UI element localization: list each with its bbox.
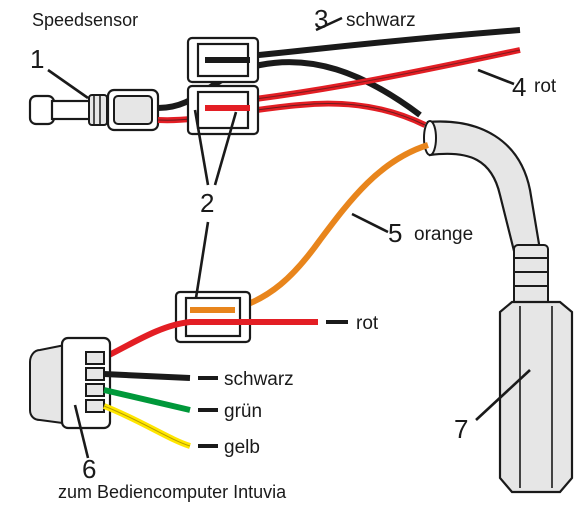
green-wire xyxy=(103,387,191,413)
cable-sleeve xyxy=(423,120,549,306)
footer-caption: zum Bediencomputer Intuvia xyxy=(58,482,287,502)
callout-7: 7 xyxy=(454,414,468,444)
callout-4: 4 xyxy=(512,72,526,102)
lower-connector xyxy=(174,290,252,344)
title-speedsensor: Speedsensor xyxy=(32,10,138,30)
callout-6: 6 xyxy=(82,454,96,484)
intuvia-plug xyxy=(29,336,112,430)
black-wire-lower xyxy=(103,371,191,381)
red-wire-lower xyxy=(103,319,318,360)
wire-label-gelb: gelb xyxy=(224,437,260,458)
callout-2: 2 xyxy=(200,188,214,218)
callout-5: 5 xyxy=(388,218,402,248)
speedsensor-plug xyxy=(28,88,160,132)
wire-label-rot: rot xyxy=(356,313,379,334)
orange-wire xyxy=(229,142,429,313)
callout-3-text: schwarz xyxy=(346,10,416,31)
callout-3: 3 xyxy=(314,4,328,34)
hex-sleeve xyxy=(498,300,574,494)
callout-4-text: rot xyxy=(534,76,557,97)
callout-1: 1 xyxy=(30,44,44,74)
wire-label-gruen: grün xyxy=(224,401,262,422)
callout-5-text: orange xyxy=(414,224,473,245)
leader-lines xyxy=(47,16,531,459)
wire-label-schwarz: schwarz xyxy=(224,369,294,390)
